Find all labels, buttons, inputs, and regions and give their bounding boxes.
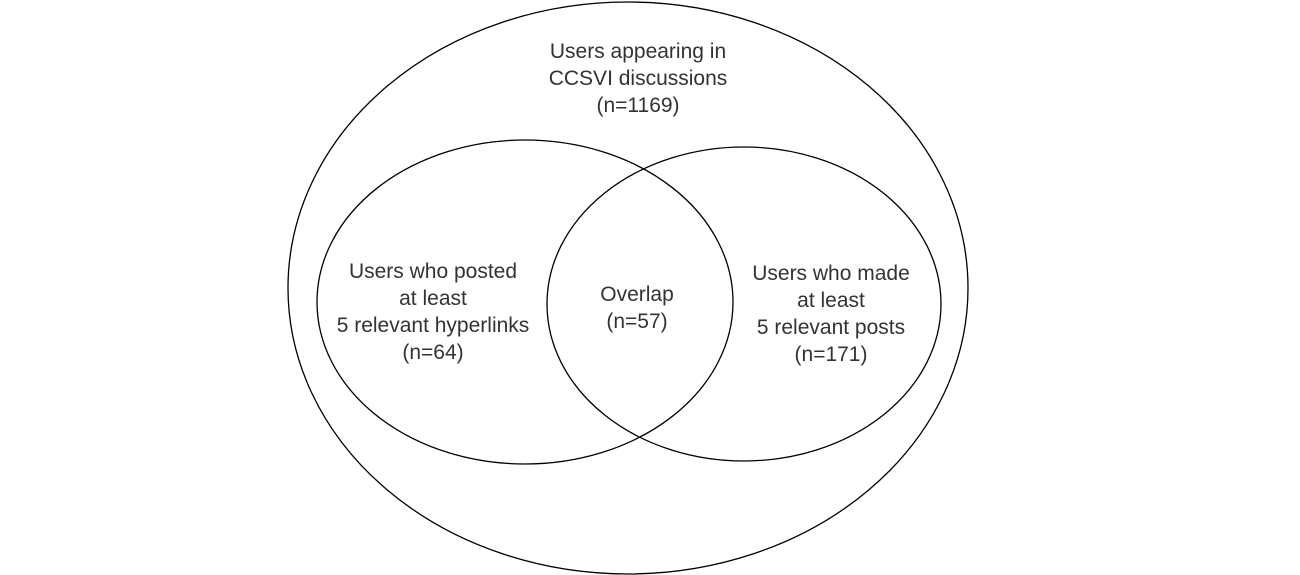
- left-set-label: Users who posted at least 5 relevant hyp…: [337, 258, 530, 366]
- left-set-ellipse: [316, 139, 734, 465]
- outer-label-line: CCSVI discussions: [548, 67, 728, 90]
- outer-label-line: Users appearing in: [549, 40, 727, 63]
- outer-set-label: Users appearing in CCSVI discussions (n=…: [549, 38, 728, 119]
- outer-label-count: (n=1169): [596, 94, 680, 117]
- overlap-label-count: (n=57): [606, 310, 668, 333]
- right-label-line: at least: [797, 289, 865, 312]
- right-set-ellipse: [546, 146, 942, 462]
- overlap-label-line: Overlap: [600, 283, 674, 306]
- left-label-line: at least: [399, 287, 467, 310]
- left-label-line: Users who posted: [348, 260, 518, 283]
- left-label-line: 5 relevant hyperlinks: [336, 314, 530, 337]
- outer-set-ellipse: [287, 1, 969, 575]
- right-label-line: 5 relevant posts: [756, 316, 906, 339]
- right-label-line: Users who made: [752, 262, 910, 285]
- overlap-label: Overlap (n=57): [600, 281, 674, 335]
- left-label-count: (n=64): [402, 341, 464, 364]
- right-label-count: (n=171): [794, 343, 868, 366]
- right-set-label: Users who made at least 5 relevant posts…: [752, 260, 910, 368]
